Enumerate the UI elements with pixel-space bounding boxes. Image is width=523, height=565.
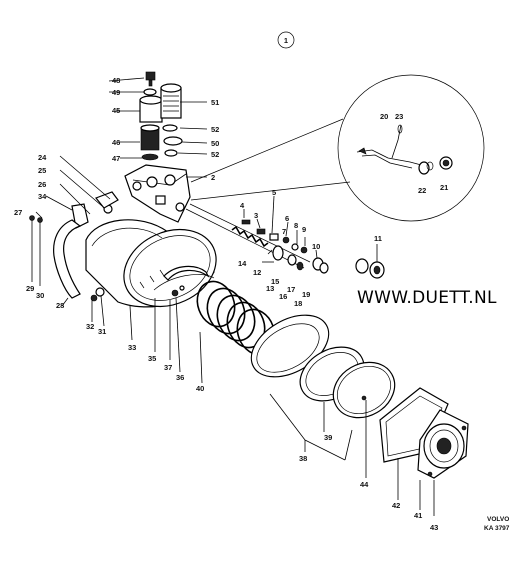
callout-19: 19	[302, 290, 310, 299]
callout-10: 10	[312, 242, 320, 251]
valve-body	[124, 164, 207, 223]
callout-31: 31	[98, 327, 106, 336]
page-marker: 1	[277, 31, 295, 49]
callout-35: 35	[148, 354, 156, 363]
servo-cylinder	[85, 219, 217, 341]
callout-labels: 48 49 45 51 52 46 50 47 52 24 25 26 34 2…	[14, 76, 448, 532]
callout-46: 46	[112, 138, 120, 147]
callout-21: 21	[440, 183, 448, 192]
callout-14: 14	[238, 259, 247, 268]
detail-inset	[190, 74, 485, 222]
callout-51: 51	[211, 98, 219, 107]
callout-45: 45	[112, 106, 120, 115]
callout-38: 38	[299, 454, 307, 463]
callout-42: 42	[392, 501, 400, 510]
callout-41: 41	[414, 511, 422, 520]
page-marker-label: 1	[284, 36, 288, 45]
callout-22: 22	[418, 186, 426, 195]
callout-32: 32	[86, 322, 94, 331]
callout-52-lower: 52	[211, 150, 219, 159]
callout-15: 15	[271, 277, 279, 286]
credit-line-2: KA 3797	[484, 525, 510, 532]
callout-48: 48	[112, 76, 120, 85]
callout-39: 39	[324, 433, 332, 442]
callout-17: 17	[287, 285, 295, 294]
callout-52-upper: 52	[211, 125, 219, 134]
callout-29: 29	[26, 284, 34, 293]
callout-43: 43	[430, 523, 438, 532]
callout-34: 34	[38, 192, 47, 201]
website-watermark: WWW.DUETT.NL	[357, 288, 497, 308]
callout-23: 23	[395, 112, 403, 121]
callout-26: 26	[38, 180, 46, 189]
callout-7: 7	[282, 227, 286, 236]
valve-internals	[185, 195, 385, 279]
callout-24: 24	[38, 153, 47, 162]
callout-3: 3	[254, 211, 258, 220]
left-bracket-parts	[29, 155, 119, 307]
callout-5: 5	[272, 188, 276, 197]
callout-12: 12	[253, 268, 261, 277]
callout-18: 18	[294, 299, 302, 308]
callout-33: 33	[128, 343, 136, 352]
callout-27: 27	[14, 208, 22, 217]
cylinder-gasket	[153, 265, 215, 373]
callout-28: 28	[56, 301, 64, 310]
return-spring	[196, 280, 276, 384]
callout-11: 11	[374, 234, 382, 243]
end-cover	[379, 387, 469, 516]
callout-47: 47	[112, 154, 120, 163]
callout-40: 40	[196, 384, 204, 393]
callout-49: 49	[112, 88, 120, 97]
callout-20: 20	[380, 112, 388, 121]
callout-44: 44	[360, 480, 369, 489]
credit-line-1: VOLVO	[487, 516, 509, 523]
callout-36: 36	[176, 373, 184, 382]
callout-30: 30	[36, 291, 44, 300]
callout-2: 2	[211, 173, 215, 182]
callout-16: 16	[279, 292, 287, 301]
callout-4: 4	[240, 201, 245, 210]
callout-37: 37	[164, 363, 172, 372]
upper-parts-stack	[108, 71, 208, 161]
callout-6: 6	[285, 214, 289, 223]
callout-13: 13	[266, 284, 274, 293]
callout-8: 8	[294, 221, 298, 230]
diaphragm-assembly	[250, 314, 396, 478]
callout-9: 9	[302, 225, 306, 234]
callout-50: 50	[211, 139, 219, 148]
callout-25: 25	[38, 166, 46, 175]
